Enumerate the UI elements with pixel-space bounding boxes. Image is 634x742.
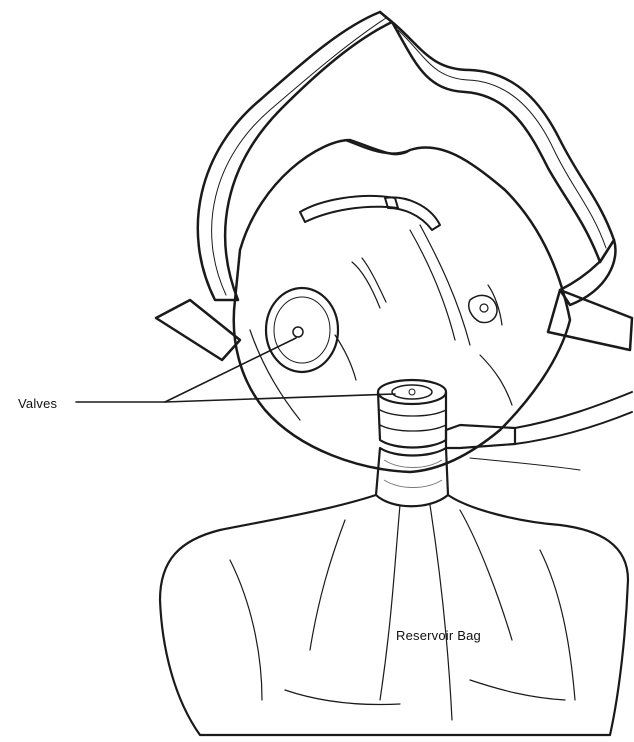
head-strap bbox=[156, 12, 632, 360]
reservoir-bag-label: Reservoir Bag bbox=[396, 628, 481, 643]
center-valve-assembly bbox=[376, 380, 448, 506]
oxygen-tubing bbox=[446, 392, 632, 470]
reservoir-bag bbox=[160, 495, 628, 735]
mask-body bbox=[234, 140, 570, 472]
side-valve bbox=[266, 288, 338, 372]
valves-label: Valves bbox=[18, 396, 57, 411]
